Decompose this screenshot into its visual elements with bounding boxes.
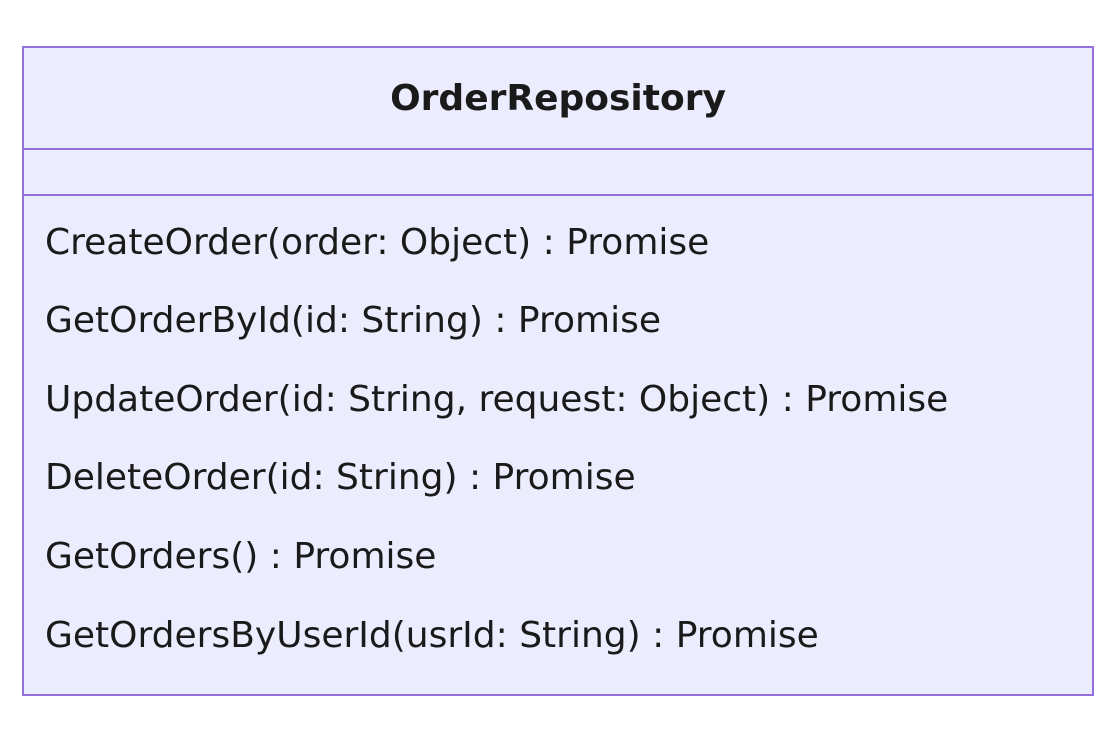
class-box-order-repository: OrderRepository CreateOrder(order: Objec… (22, 46, 1094, 696)
method-get-orders: GetOrders() : Promise (45, 536, 437, 577)
methods-compartment: CreateOrder(order: Object) : Promise Get… (24, 196, 1092, 694)
method-get-orders-by-user-id: GetOrdersByUserId(usrId: String) : Promi… (45, 615, 819, 656)
method-create-order: CreateOrder(order: Object) : Promise (45, 222, 710, 263)
method-delete-order: DeleteOrder(id: String) : Promise (45, 457, 636, 498)
class-name: OrderRepository (24, 48, 1092, 150)
attributes-compartment (24, 150, 1092, 196)
method-update-order: UpdateOrder(id: String, request: Object)… (45, 379, 949, 420)
method-get-order-by-id: GetOrderById(id: String) : Promise (45, 300, 661, 341)
